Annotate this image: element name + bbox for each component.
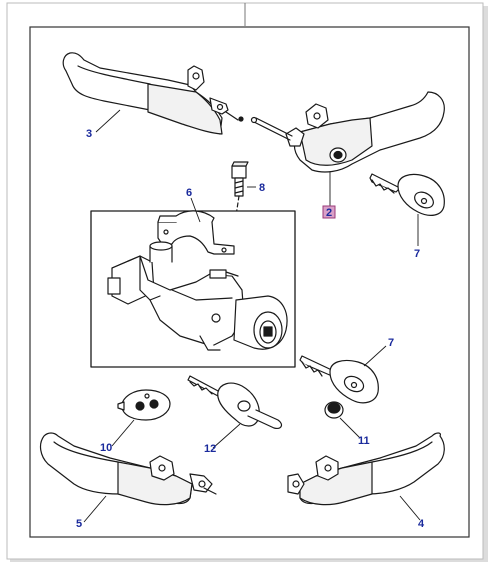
door-handle-with-lock	[250, 91, 445, 173]
callout-8: 8	[259, 182, 265, 194]
callout-12: 12	[204, 443, 216, 455]
transponder-key	[187, 375, 283, 429]
key-lower	[299, 355, 379, 404]
callout-3: 3	[86, 128, 92, 140]
lock-cap	[324, 401, 344, 419]
ignition-switch-assembly	[107, 241, 288, 351]
leader-lines	[83, 109, 421, 523]
door-handle-rear-left	[39, 432, 217, 506]
diagram-frame	[29, 26, 470, 538]
callout-4: 4	[418, 518, 425, 530]
door-handle-rear-right	[287, 432, 445, 506]
remote-key-fob	[117, 389, 171, 421]
callout-6: 6	[186, 187, 192, 199]
door-handle-front-left	[62, 52, 244, 135]
callout-11: 11	[358, 435, 370, 447]
callout-2[interactable]: 2	[326, 207, 332, 219]
callout-10: 10	[100, 442, 112, 454]
callout-7-lower: 7	[388, 337, 394, 349]
callout-5: 5	[76, 518, 82, 530]
key-upper	[369, 173, 445, 216]
callout-7-upper: 7	[414, 248, 420, 260]
callout-2-highlight[interactable]	[322, 205, 336, 219]
